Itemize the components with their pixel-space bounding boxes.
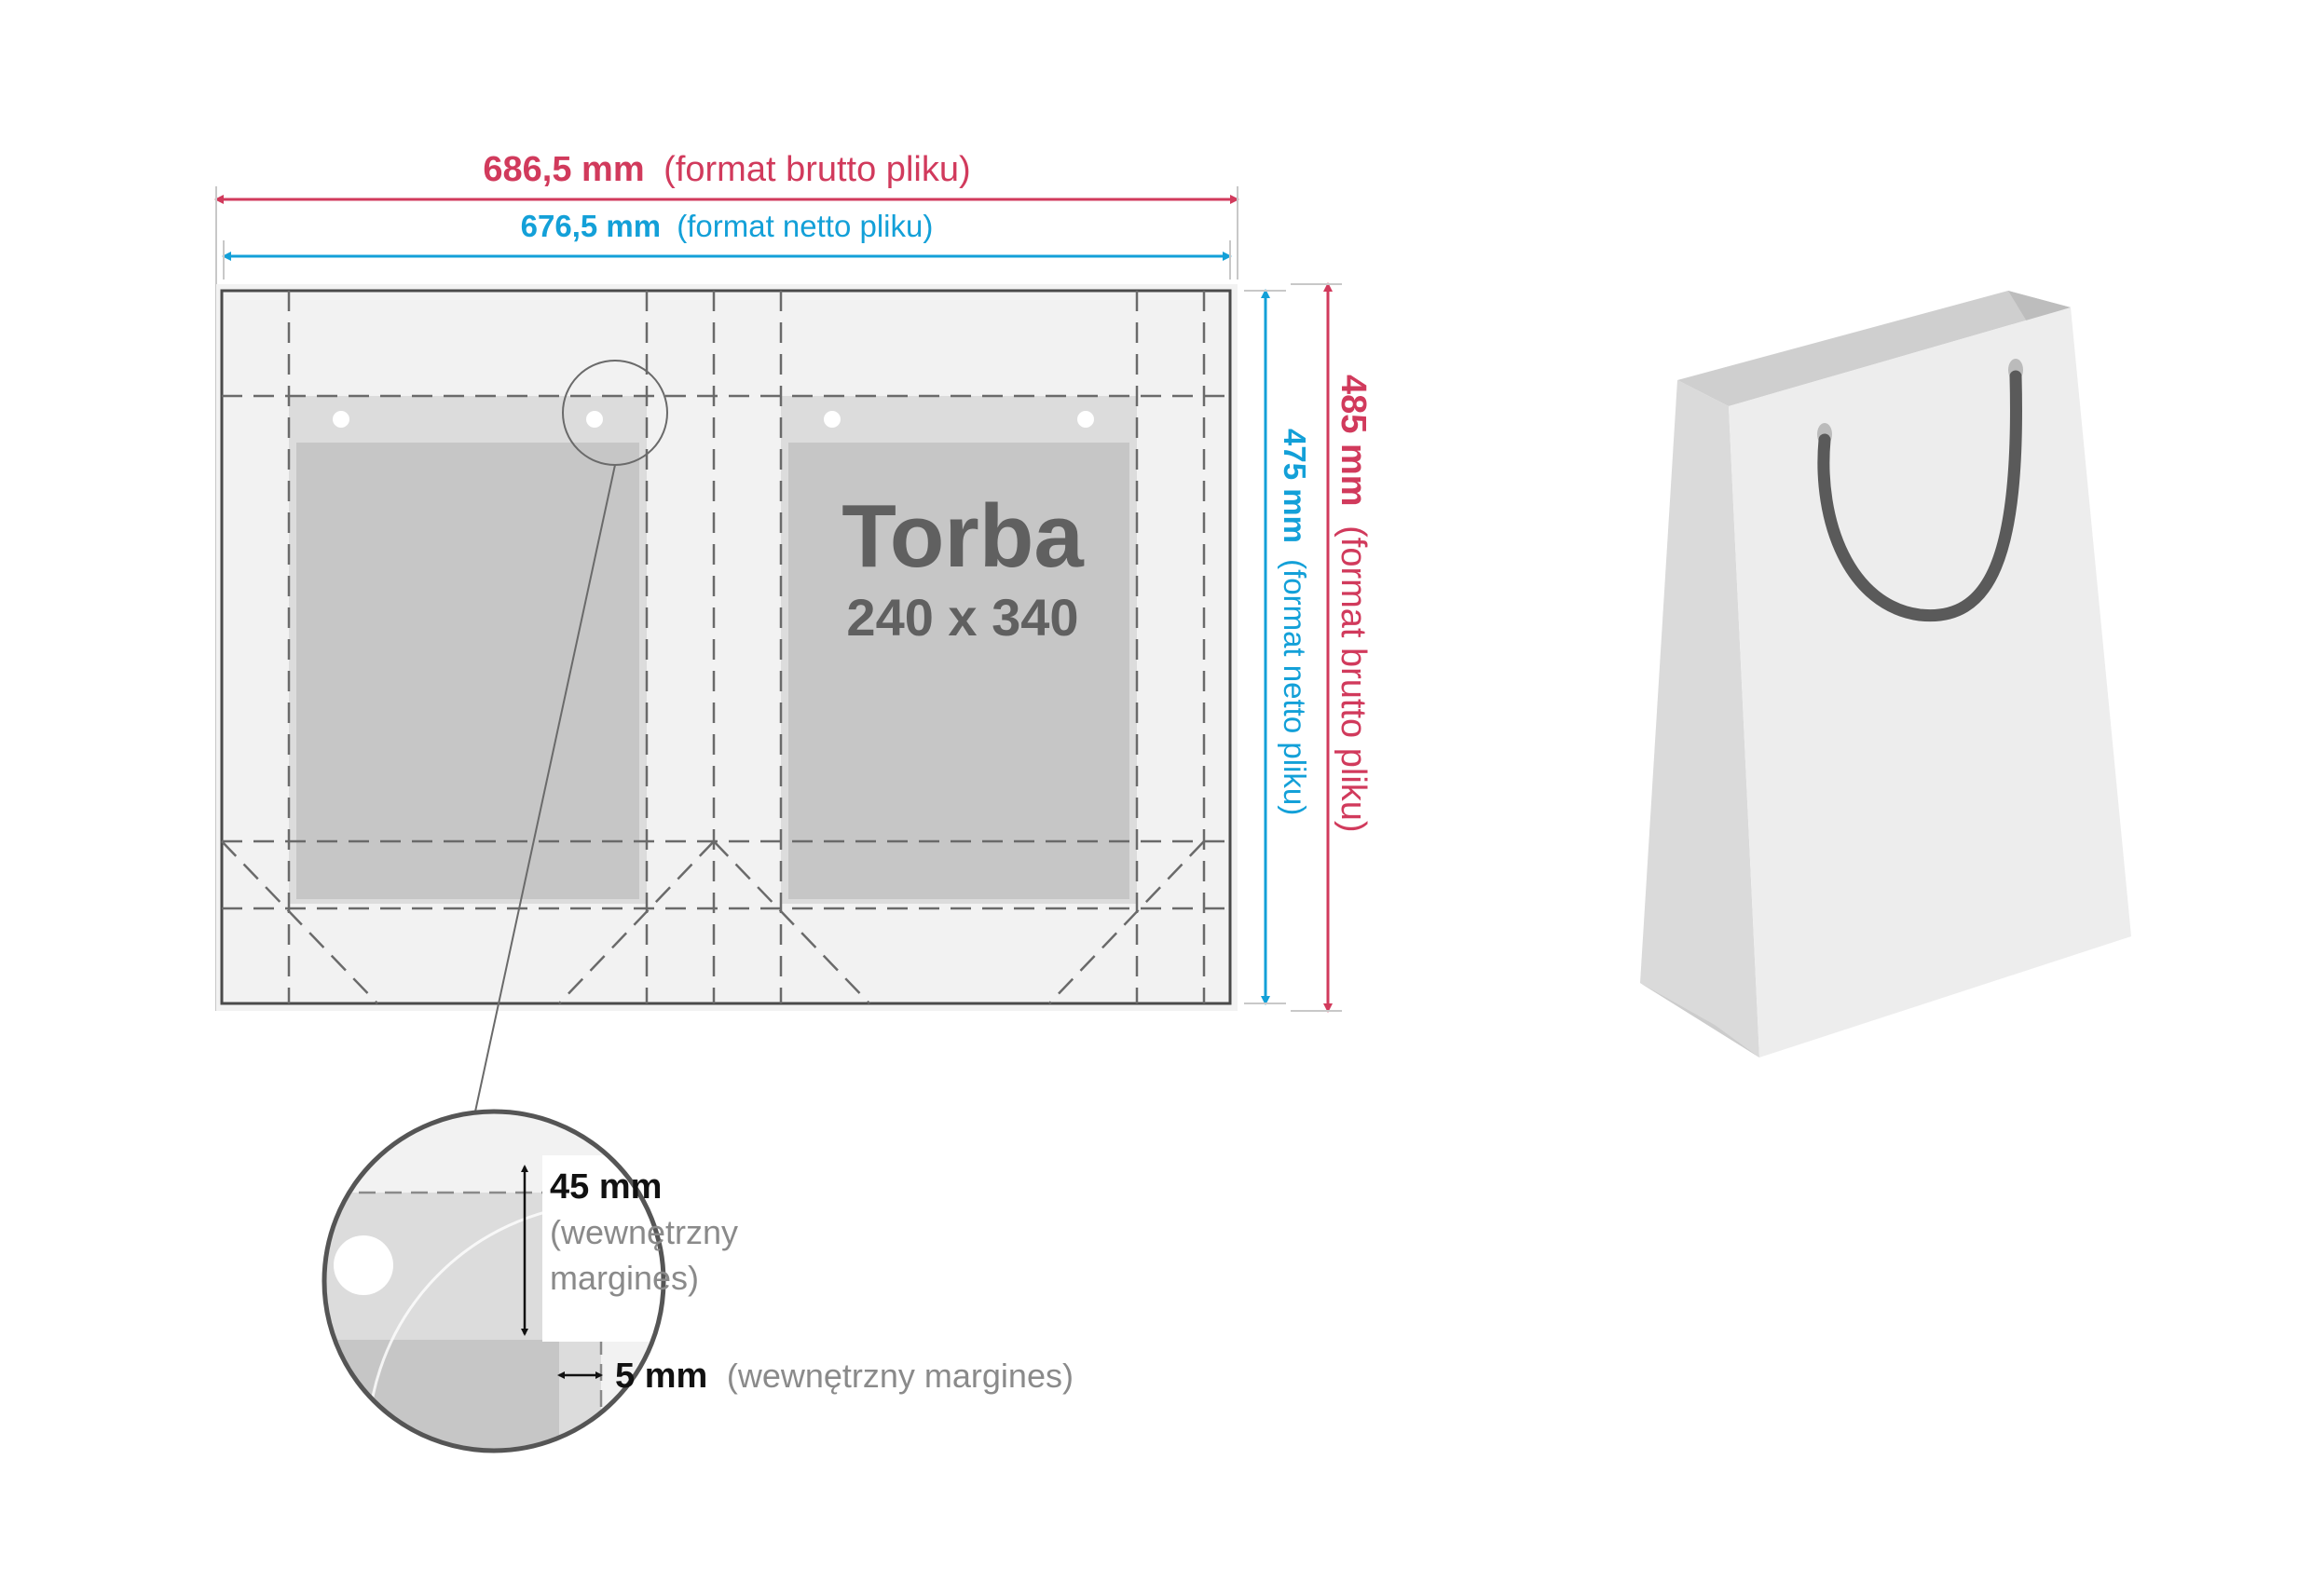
height-brutto-dimension: 485 mm (format brutto pliku) xyxy=(1291,282,1373,1013)
height-brutto-note: (format brutto pliku) xyxy=(1334,525,1373,832)
width-netto-dimension: 676,5 mm (format netto pliku) xyxy=(222,209,1232,280)
top-margin-note-line1: (wewnętrzny xyxy=(550,1213,738,1251)
height-netto-dimension: 475 mm (format netto pliku) xyxy=(1244,289,1312,1005)
height-brutto-value: 485 mm xyxy=(1334,375,1373,507)
width-netto-label: 676,5 mm (format netto pliku) xyxy=(521,209,934,243)
bag-handle-icon xyxy=(1817,370,2022,622)
height-netto-value: 475 mm xyxy=(1278,429,1312,543)
back-panel xyxy=(781,396,1137,904)
width-brutto-note: (format brutto pliku) xyxy=(664,150,970,189)
height-netto-note: (format netto pliku) xyxy=(1278,559,1312,815)
height-brutto-label: 485 mm (format brutto pliku) xyxy=(1334,375,1373,833)
handle-hole-icon xyxy=(824,411,841,428)
template-sheet: Torba 240 x 340 xyxy=(216,284,1238,1011)
fold-lines xyxy=(221,291,1230,1004)
zoom-leader-line xyxy=(474,464,616,1112)
side-margin-value: 5 mm xyxy=(615,1357,707,1396)
product-name: Torba xyxy=(841,486,1084,586)
zoom-circle-outline xyxy=(321,1109,666,1453)
top-margin-value: 45 mm xyxy=(550,1167,662,1207)
width-netto-value: 676,5 mm xyxy=(521,209,661,243)
side-margin-label: 5 mm (wewnętrzny margines) xyxy=(615,1357,1074,1396)
handle-hole-icon xyxy=(1077,411,1094,428)
width-brutto-label: 686,5 mm (format brutto pliku) xyxy=(483,150,970,189)
width-brutto-value: 686,5 mm xyxy=(483,150,644,189)
handle-hole-icon xyxy=(586,411,603,428)
handle-hole-icon xyxy=(333,411,349,428)
width-netto-note: (format netto pliku) xyxy=(677,209,933,243)
bag-illustration xyxy=(1640,291,2131,1057)
side-margin-note: (wewnętrzny margines) xyxy=(727,1357,1074,1395)
front-panel xyxy=(289,396,647,904)
zoom-magnifier xyxy=(321,1109,666,1453)
height-netto-label: 475 mm (format netto pliku) xyxy=(1278,429,1312,815)
top-margin-note-line2: margines) xyxy=(550,1259,699,1297)
product-size: 240 x 340 xyxy=(846,588,1078,647)
